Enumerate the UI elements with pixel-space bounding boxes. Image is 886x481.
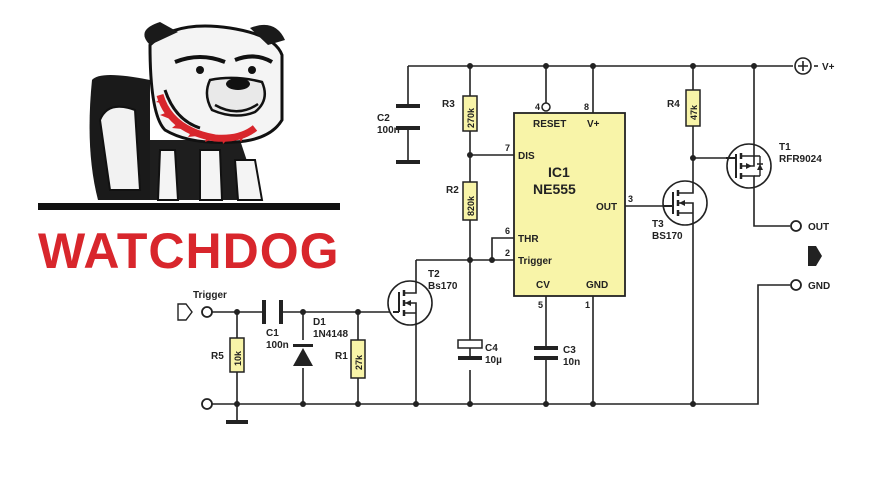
svg-text:10k: 10k bbox=[233, 350, 243, 366]
c1-ref: C1 bbox=[266, 328, 279, 339]
bulldog-icon bbox=[38, 22, 340, 210]
resistor-r5: 10k bbox=[229, 337, 245, 373]
capacitor-c4 bbox=[457, 339, 483, 360]
junction-dots bbox=[234, 63, 757, 407]
resistor-r1: 27k bbox=[350, 339, 366, 379]
pin-number-gnd: 1 bbox=[585, 300, 590, 310]
out-terminal[interactable] bbox=[790, 220, 802, 232]
c2-value: 100n bbox=[377, 125, 400, 136]
pin-number-cv: 5 bbox=[538, 300, 543, 310]
pin-number-trigger: 2 bbox=[505, 248, 510, 258]
trigger-terminal[interactable] bbox=[201, 306, 213, 318]
transistor-t2 bbox=[387, 280, 433, 326]
pin-label-trigger: Trigger bbox=[518, 256, 552, 267]
vplus-label: V+ bbox=[822, 62, 835, 73]
transistor-t3 bbox=[662, 180, 708, 228]
t2-ref: T2 bbox=[428, 269, 440, 280]
t3-ref: T3 bbox=[652, 219, 664, 230]
pin-label-reset: RESET bbox=[533, 119, 566, 130]
svg-text:27k: 27k bbox=[354, 354, 364, 370]
t3-value: BS170 bbox=[652, 231, 683, 242]
pin-label-thr: THR bbox=[518, 234, 539, 245]
resistor-r3: 270k bbox=[462, 95, 478, 132]
r1-ref: R1 bbox=[335, 351, 348, 362]
c3-value: 10n bbox=[563, 357, 580, 368]
capacitor-c3 bbox=[534, 346, 558, 360]
gnd-label: GND bbox=[808, 281, 830, 292]
c3-ref: C3 bbox=[563, 345, 576, 356]
capacitor-c1 bbox=[262, 300, 283, 324]
pin-label-out: OUT bbox=[596, 202, 617, 213]
output-arrow-icon bbox=[808, 246, 822, 266]
diode-d1 bbox=[293, 344, 313, 366]
trigger-label: Trigger bbox=[193, 290, 227, 301]
pin-number-thr: 6 bbox=[505, 226, 510, 236]
ic1-part: NE555 bbox=[533, 181, 576, 197]
t1-value: RFR9024 bbox=[779, 154, 822, 165]
r5-ref: R5 bbox=[211, 351, 224, 362]
svg-text:270k: 270k bbox=[466, 107, 476, 128]
pin-label-cv: CV bbox=[536, 280, 550, 291]
pin-number-dis: 7 bbox=[505, 143, 510, 153]
svg-text:820k: 820k bbox=[466, 195, 476, 216]
ground-symbol bbox=[226, 420, 248, 424]
trigger-arrow-icon bbox=[177, 303, 193, 321]
ic1-body bbox=[513, 112, 626, 297]
c4-value: 10µ bbox=[485, 355, 502, 366]
c4-ref: C4 bbox=[485, 343, 498, 354]
resistor-r4: 47k bbox=[685, 89, 701, 127]
ground-c2 bbox=[396, 160, 420, 164]
gnd-terminal[interactable] bbox=[790, 279, 802, 291]
out-label: OUT bbox=[808, 222, 829, 233]
svg-text:47k: 47k bbox=[689, 104, 699, 120]
pin-number-vplus: 8 bbox=[584, 102, 589, 112]
reset-inverter-bubble bbox=[541, 102, 551, 112]
pin-number-reset: 4 bbox=[535, 102, 540, 112]
ground-terminal[interactable] bbox=[201, 398, 213, 410]
pin-label-gnd: GND bbox=[586, 280, 608, 291]
r3-ref: R3 bbox=[442, 99, 455, 110]
r4-ref: R4 bbox=[667, 99, 680, 110]
resistor-r2: 820k bbox=[462, 181, 478, 221]
t1-ref: T1 bbox=[779, 142, 791, 153]
pin-label-vplus: V+ bbox=[587, 119, 600, 130]
r2-ref: R2 bbox=[446, 185, 459, 196]
vplus-terminal[interactable] bbox=[794, 57, 812, 75]
c2-ref: C2 bbox=[377, 113, 390, 124]
pin-label-dis: DIS bbox=[518, 151, 535, 162]
capacitor-c2 bbox=[396, 104, 420, 130]
d1-ref: D1 bbox=[313, 317, 326, 328]
logo-text: WATCHDOG bbox=[38, 223, 339, 279]
transistor-t1 bbox=[726, 140, 772, 190]
ic1-ref: IC1 bbox=[548, 164, 570, 180]
t2-value: Bs170 bbox=[428, 281, 458, 292]
c1-value: 100n bbox=[266, 340, 289, 351]
pin-number-out: 3 bbox=[628, 194, 633, 204]
d1-value: 1N4148 bbox=[313, 329, 348, 340]
